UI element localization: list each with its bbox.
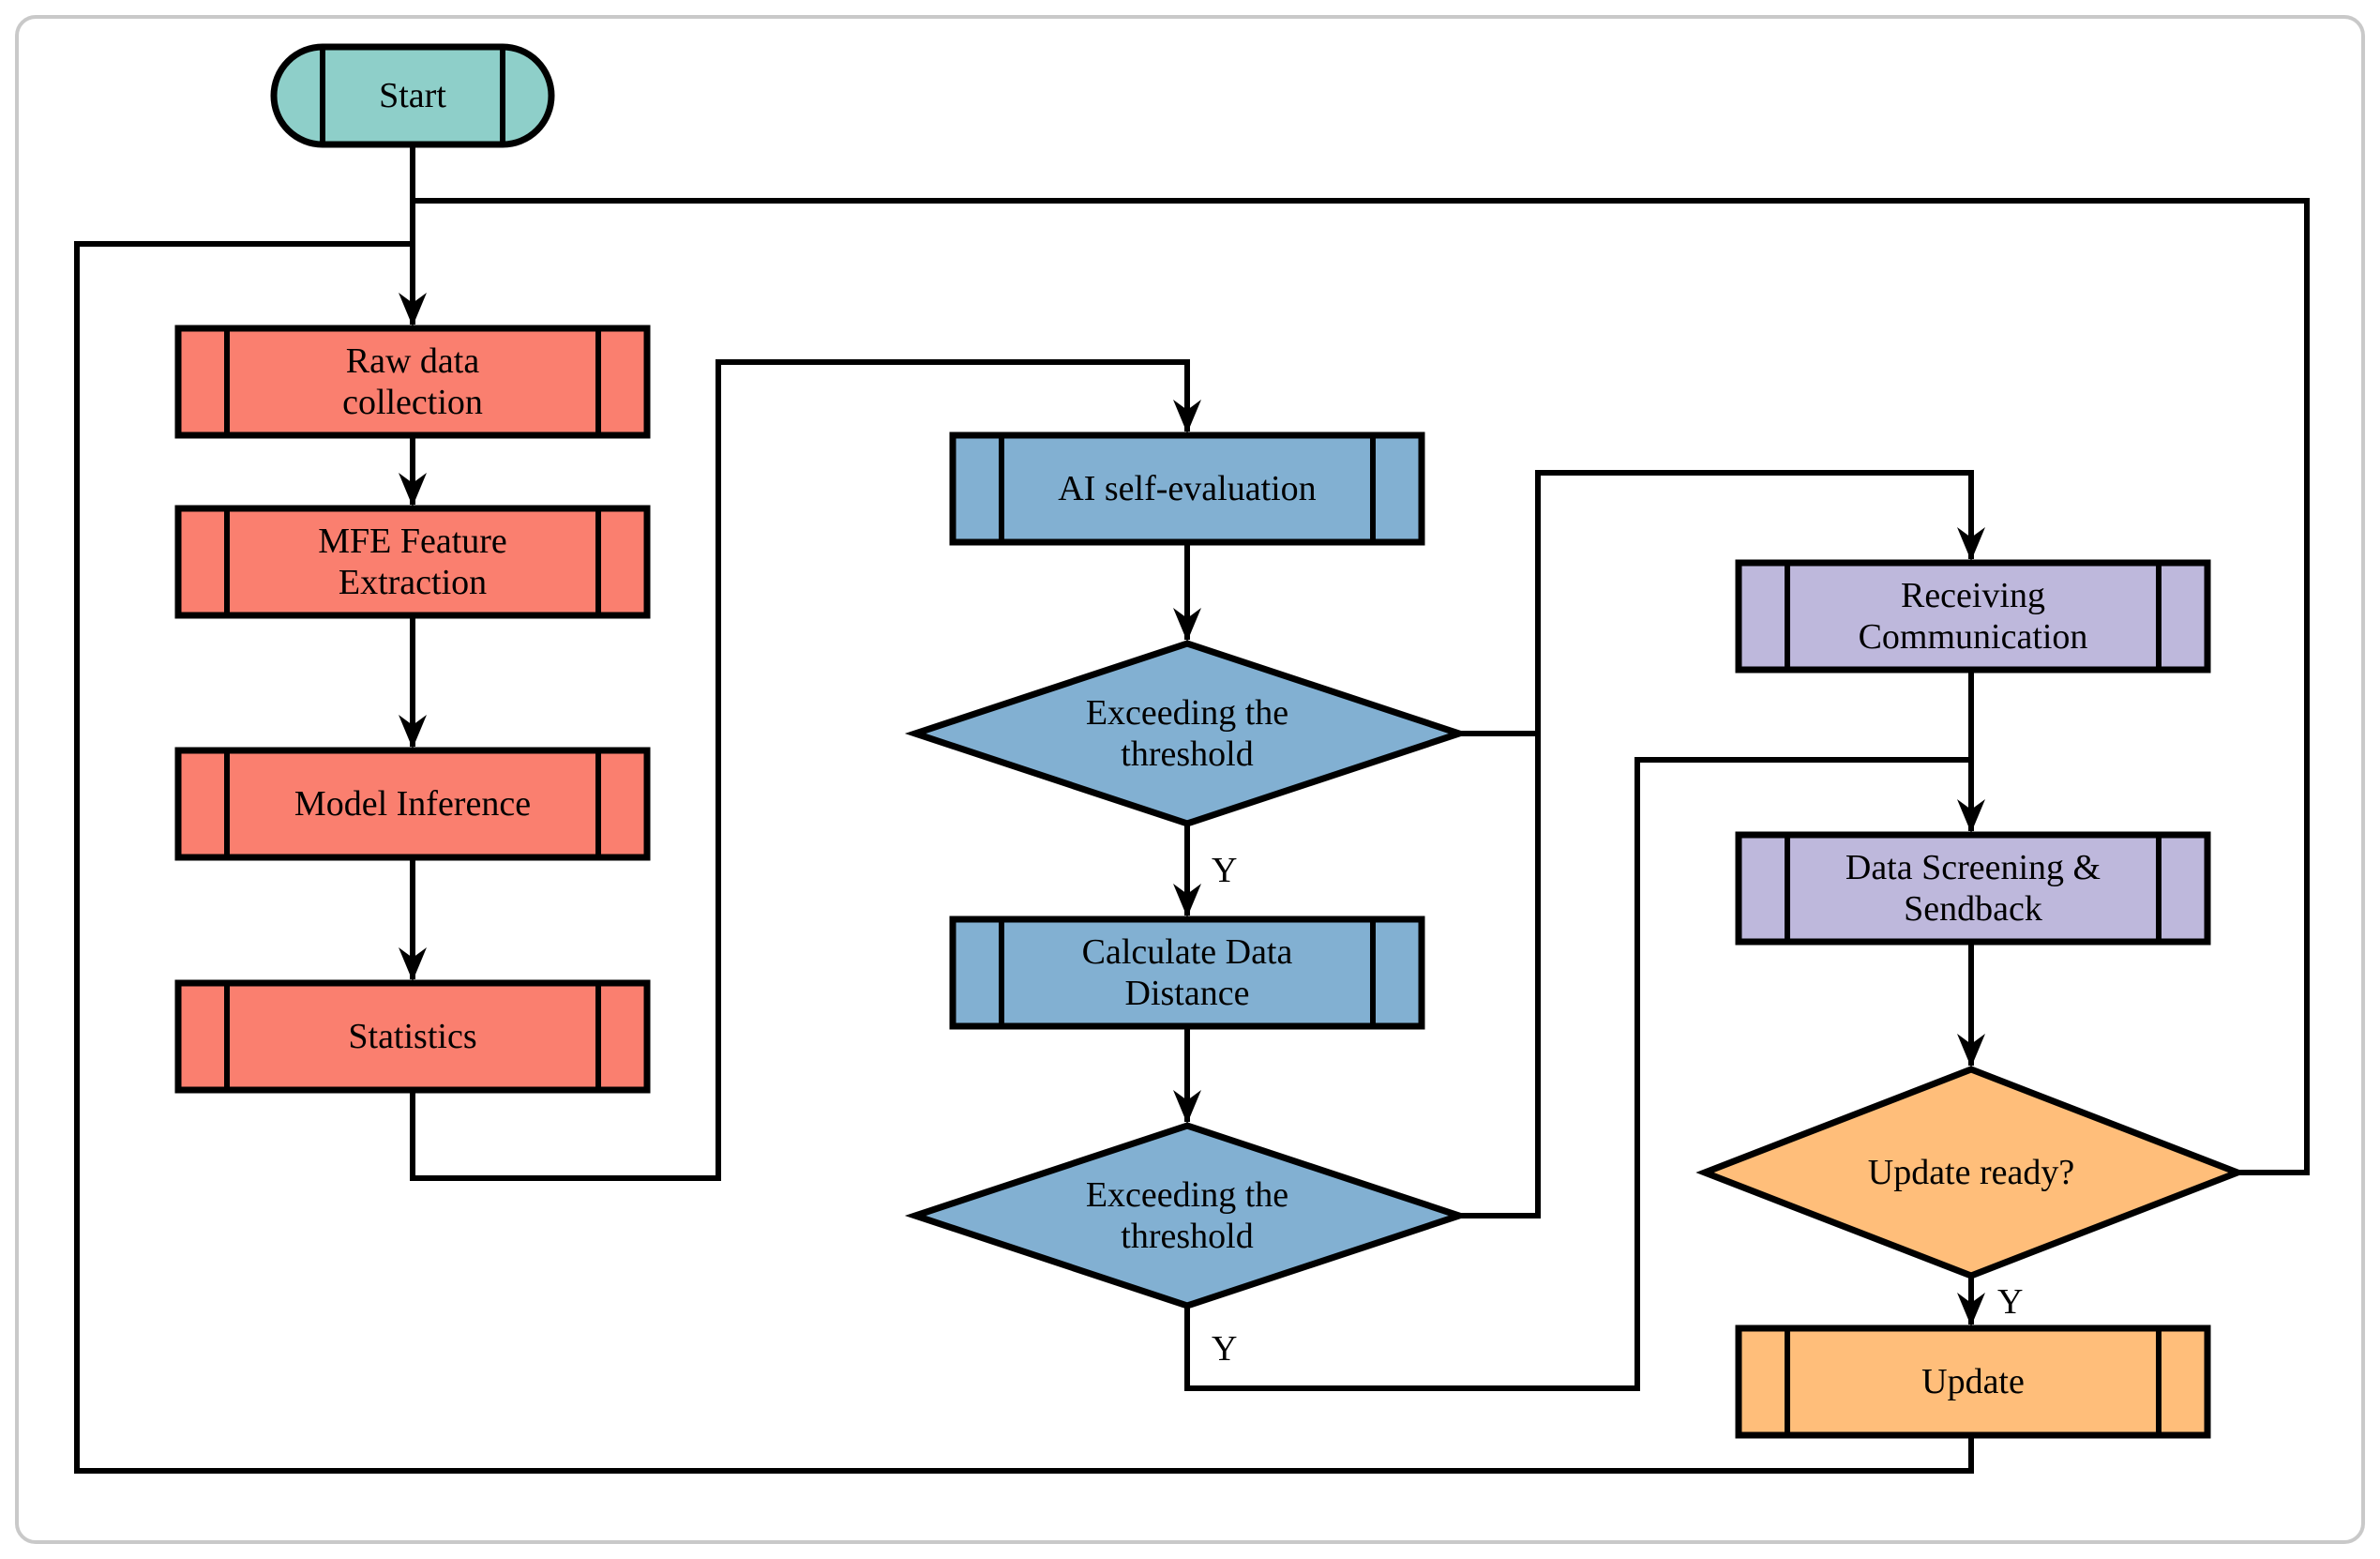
statistics-shape [174,979,651,1094]
ai-self-evaluation-shape [949,431,1425,546]
update-shape [1735,1324,2211,1439]
edge-update-ready-n-loop [413,198,2310,1175]
node-statistics: Statistics [174,979,651,1094]
statistics-label: Statistics [348,1017,476,1056]
node-data-screening-sendback: Data Screening &Sendback [1735,831,2211,946]
edge-threshold2-y-join [1184,757,1971,1391]
label-y-threshold2: Y [1212,1329,1237,1369]
node-update-ready: Update ready? [1695,1066,2247,1279]
edge-thresholds-n-to-receiving [1459,470,1985,1218]
edge-statistics-to-ai [410,359,1201,1181]
node-update: Update [1735,1324,2211,1439]
ai-self-evaluation-label: AI self-evaluation [1058,469,1316,508]
update-label: Update [1921,1362,2025,1401]
data-screening-sendback-label: Data Screening &Sendback [1845,848,2101,929]
edge-update-restart-loop [74,241,1974,1474]
start-label: Start [379,76,446,115]
edge-labels-layer: Y Y Y [1212,851,2023,1369]
node-model-inference: Model Inference [174,747,651,861]
model-inference-shape [174,747,651,861]
start-shape [270,43,555,148]
node-start: Start [270,43,555,148]
model-inference-label: Model Inference [294,784,531,824]
node-ai-self-evaluation: AI self-evaluation [949,431,1425,546]
receiving-communication-shape [1735,559,2211,674]
label-y-update-ready: Y [1997,1282,2023,1322]
mfe-feature-extraction-shape [174,505,651,619]
calculate-data-distance-shape [949,916,1425,1030]
exceeding-threshold-1-diamond-shape [904,640,1470,827]
update-ready-label: Update ready? [1868,1153,2075,1192]
raw-data-collection-shape [174,325,651,439]
update-ready-diamond-shape [1695,1066,2247,1279]
data-screening-sendback-shape [1735,831,2211,946]
edges-layer [74,144,2310,1474]
exceeding-threshold-2-diamond-shape [904,1122,1470,1309]
label-y-threshold1: Y [1212,851,1237,890]
